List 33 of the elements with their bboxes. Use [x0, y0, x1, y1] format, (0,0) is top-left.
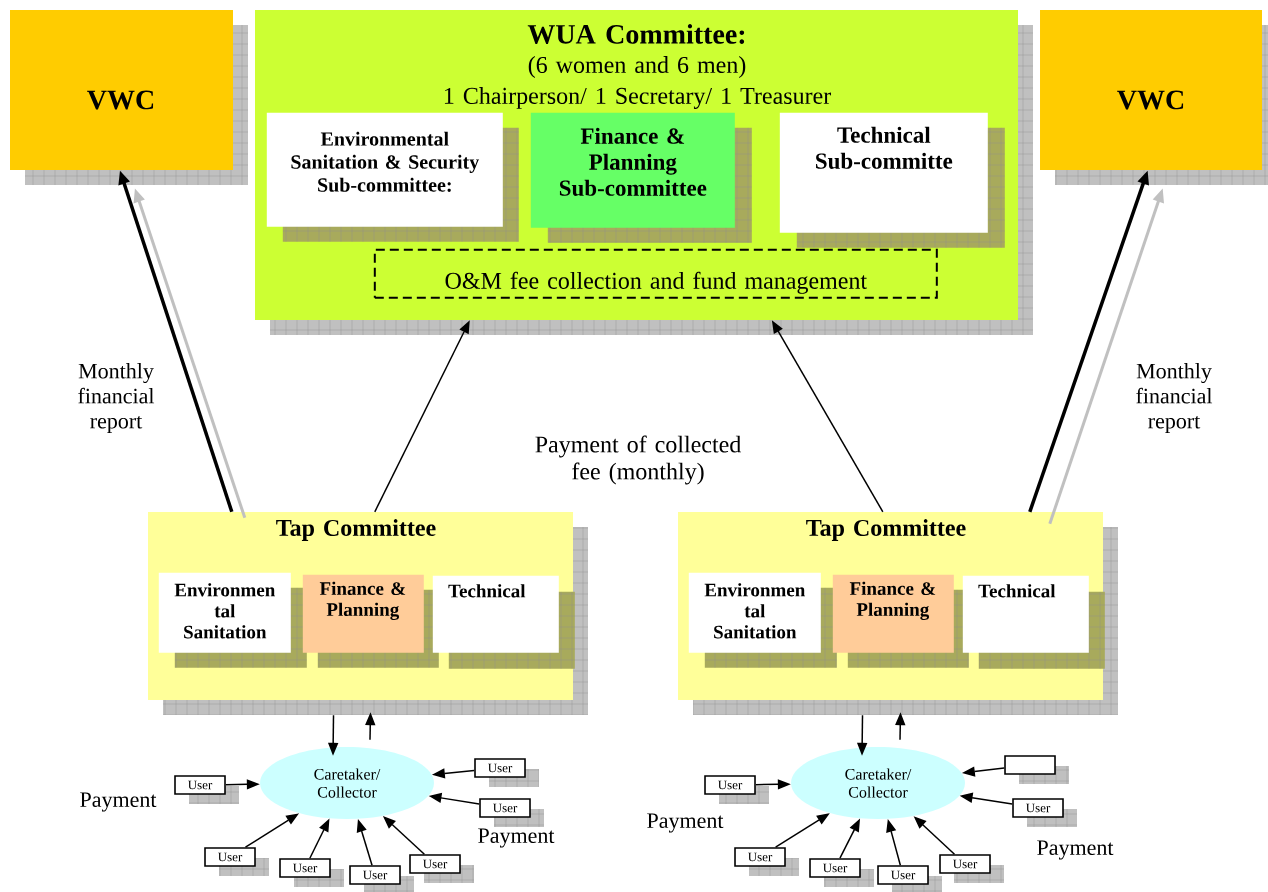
- user-box: User: [877, 865, 942, 892]
- subcommittee-box: Finance & Planning: [302, 574, 439, 668]
- payment-label: Payment: [647, 813, 724, 833]
- vwc-box: VWC: [10, 10, 248, 185]
- subcommittee-box: Environmental Sanitation & Security Sub-committee:: [266, 112, 519, 242]
- user-box: User: [479, 798, 544, 827]
- user-box: User: [204, 847, 269, 876]
- user-box: User: [174, 775, 239, 804]
- user-box: User: [1012, 798, 1077, 827]
- subcommittee-box: Environmen tal Sanitation: [688, 572, 837, 668]
- subcommittee-box: Finance & Planning Sub-committee: [530, 112, 752, 243]
- subcommittee-box: Finance & Planning: [832, 574, 969, 668]
- annotation-text: Payment of collected fee (monthly): [535, 435, 742, 485]
- user-box: User: [704, 775, 769, 804]
- user-box: User: [734, 847, 799, 876]
- user-box: [1004, 755, 1069, 784]
- annotation-text: Monthly financial report: [1136, 363, 1213, 433]
- user-box: User: [939, 854, 1004, 883]
- user-box: User: [474, 758, 539, 787]
- payment-label: Payment: [1037, 840, 1114, 860]
- user-box: User: [279, 858, 344, 887]
- payment-label: Payment: [80, 792, 157, 812]
- user-box: User: [809, 858, 874, 887]
- subcommittee-box: Technical: [432, 575, 575, 669]
- user-box: User: [349, 865, 414, 892]
- subcommittee-box: Environmen tal Sanitation: [158, 572, 307, 668]
- payment-label: Payment: [478, 828, 555, 848]
- dashed-box: O&M fee collection and fund management: [373, 248, 938, 299]
- annotation-text: Monthly financial report: [78, 363, 155, 433]
- vwc-box: VWC: [1040, 10, 1268, 185]
- subcommittee-box: Technical: [962, 575, 1105, 669]
- user-box: User: [409, 854, 474, 883]
- subcommittee-box: Technical Sub-committe: [779, 112, 1005, 248]
